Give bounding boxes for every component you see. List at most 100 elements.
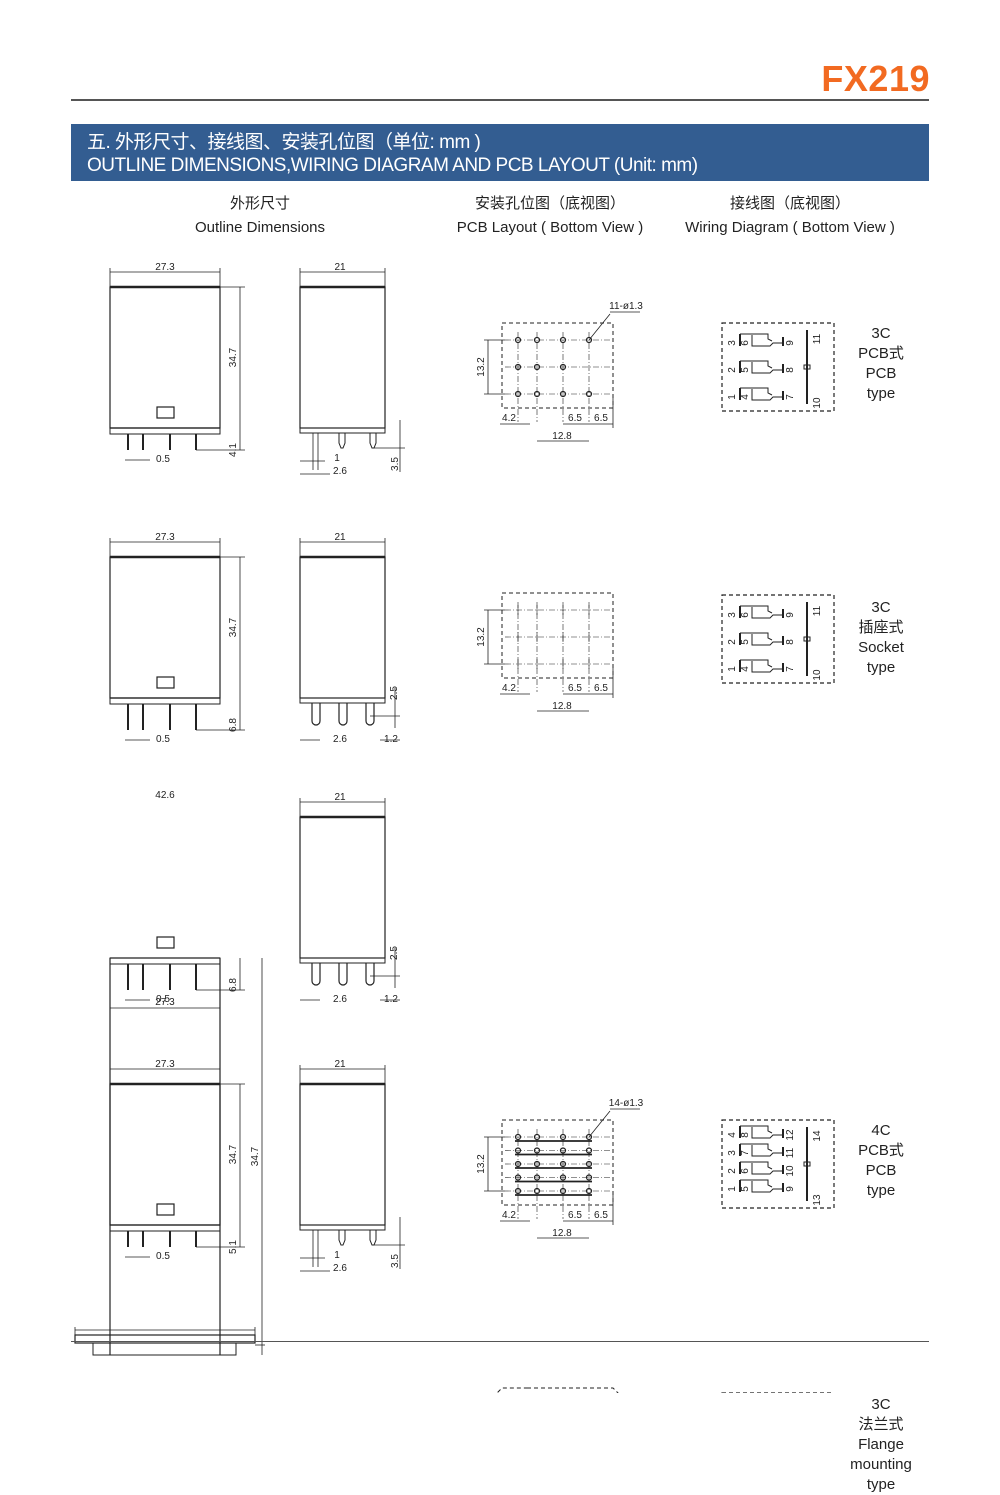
dimension-label: 2.5 xyxy=(389,686,400,700)
dimension-label: 34.7 xyxy=(250,1146,261,1166)
section-banner: 五. 外形尺寸、接线图、安装孔位图（单位: mm ) OUTLINE DIMEN… xyxy=(71,124,929,181)
column-header-outline: 外形尺寸 Outline Dimensions xyxy=(160,192,360,240)
dimension-label: 10 xyxy=(785,1165,796,1177)
dimension-label: 4 xyxy=(727,1132,738,1138)
dimension-label: 34.7 xyxy=(228,347,239,367)
dimension-label: 8 xyxy=(785,639,796,645)
relay-type-label: 3C 法兰式 Flange mounting type xyxy=(841,1395,921,1495)
dimension-label: 4.2 xyxy=(502,683,516,694)
dimension-label: 6.5 xyxy=(594,1210,608,1221)
header-divider xyxy=(71,99,929,101)
column-header-en: Wiring Diagram ( Bottom View ) xyxy=(685,219,895,236)
dimension-label: 4.1 xyxy=(228,443,239,457)
type-label-line: type xyxy=(866,659,896,676)
dimension-label: 27.3 xyxy=(155,532,175,543)
dimension-label: 12 xyxy=(785,1129,796,1141)
column-header-cn: 接线图（底视图） xyxy=(729,195,850,212)
column-header-en: Outline Dimensions xyxy=(194,219,326,236)
dimension-label: 6.5 xyxy=(568,413,582,424)
dimension-label: 6.8 xyxy=(228,718,239,732)
model-number: FX219 xyxy=(821,58,930,99)
footer-divider xyxy=(71,1341,929,1342)
type-label-line: 3C xyxy=(871,1396,891,1413)
type-label-line: type xyxy=(866,385,896,402)
dimension-label: 3 xyxy=(727,340,738,346)
type-label-line: Flange xyxy=(858,1436,904,1453)
side-view: 213.512.6 xyxy=(299,262,405,477)
dimension-label: 0.5 xyxy=(156,734,170,745)
dimension-label: 1 xyxy=(727,666,738,672)
type-label-line: 4C xyxy=(871,1122,891,1139)
dimension-label: 13.2 xyxy=(476,357,487,377)
type-label-line: PCB式 xyxy=(858,345,904,362)
dimension-label: 2 xyxy=(727,639,738,645)
dimension-label: 0.5 xyxy=(156,454,170,465)
dimension-label: 0.5 xyxy=(156,994,170,1005)
dimension-label: 1 xyxy=(727,1186,738,1192)
dimension-label: 4 xyxy=(740,666,751,672)
column-header-wiring: 接线图（底视图） Wiring Diagram ( Bottom View ) xyxy=(665,192,915,240)
dimension-label: 4.2 xyxy=(502,1210,516,1221)
type-label-line: Socket xyxy=(858,639,904,656)
dimension-label: 10 xyxy=(812,669,823,681)
dimension-label: 2.5 xyxy=(389,946,400,960)
dimension-label: 21 xyxy=(334,532,346,543)
dimension-label: 3 xyxy=(727,1150,738,1156)
dimension-label: 27.3 xyxy=(155,1059,175,1070)
type-label-line: PCB式 xyxy=(858,1142,904,1159)
dimension-label: 6.5 xyxy=(594,683,608,694)
dimension-label: 5 xyxy=(740,639,751,645)
front-view: 42.6 34.7 27.3 6.8 0.5 xyxy=(74,790,265,1356)
type-label-line: type xyxy=(866,1182,896,1199)
dimension-label: 4 xyxy=(740,394,751,400)
type-label-line: 3C xyxy=(871,599,891,616)
dimension-label: 21 xyxy=(334,792,346,803)
column-header-pcb: 安装孔位图（底视图） PCB Layout ( Bottom View ) xyxy=(440,192,660,240)
banner-title-en: OUTLINE DIMENSIONS,WIRING DIAGRAM AND PC… xyxy=(87,155,698,176)
dimension-label: 2.6 xyxy=(333,734,347,745)
dimension-label: 11 xyxy=(812,605,823,616)
dimension-label: 3.5 xyxy=(390,457,401,471)
dimension-label: 27.3 xyxy=(155,262,175,273)
dimension-label: 6 xyxy=(740,340,751,346)
dimension-label: 4.2 xyxy=(502,413,516,424)
dimension-label: 6.5 xyxy=(568,683,582,694)
pcb-layout: 3.537.213.24.26.56.512.8 xyxy=(496,1387,619,1393)
type-label-line: mounting xyxy=(850,1456,912,1473)
side-view: 213.512.6 xyxy=(299,1059,405,1274)
type-label-line: 法兰式 xyxy=(858,1416,904,1433)
front-view: 27.3 34.7 5.1 0.5 xyxy=(109,1059,245,1262)
type-label-line: type xyxy=(866,1476,896,1493)
dimension-label: 6.8 xyxy=(228,978,239,992)
dimension-label: 12.8 xyxy=(552,431,572,442)
side-view: 21 2.5 2.6 1.2 xyxy=(299,532,400,745)
dimension-label: 0.5 xyxy=(156,1251,170,1262)
column-header-cn: 安装孔位图（底视图） xyxy=(474,195,625,212)
dimension-label: 7 xyxy=(785,394,796,400)
dimension-label: 14-ø1.3 xyxy=(609,1098,644,1109)
dimension-label: 1 xyxy=(727,394,738,400)
dimension-label: 9 xyxy=(785,340,796,346)
dimension-label: 2.6 xyxy=(333,1263,347,1274)
dimension-label: 2.6 xyxy=(333,466,347,477)
dimension-label: 11 xyxy=(812,333,823,344)
dimension-label: 11-ø1.3 xyxy=(609,301,643,312)
dimension-label: 6 xyxy=(740,612,751,618)
dimension-label: 5.1 xyxy=(228,1240,239,1254)
type-label-line: PCB xyxy=(865,1162,897,1179)
banner-title-cn: 五. 外形尺寸、接线图、安装孔位图（单位: mm ) xyxy=(87,132,481,153)
dimension-label: 6.5 xyxy=(594,413,608,424)
dimension-label: 42.6 xyxy=(155,790,175,801)
dimension-label: 1.2 xyxy=(384,734,398,745)
pcb-layout: 13.2 4.2 6.5 6.5 12.8 11-ø1.3 xyxy=(476,301,643,442)
dimension-label: 8 xyxy=(740,1132,751,1138)
dimension-label: 9 xyxy=(785,1186,796,1192)
dimension-label: 34.7 xyxy=(228,1144,239,1164)
dimension-label: 7 xyxy=(740,1150,751,1156)
dimension-label: 7 xyxy=(785,666,796,672)
